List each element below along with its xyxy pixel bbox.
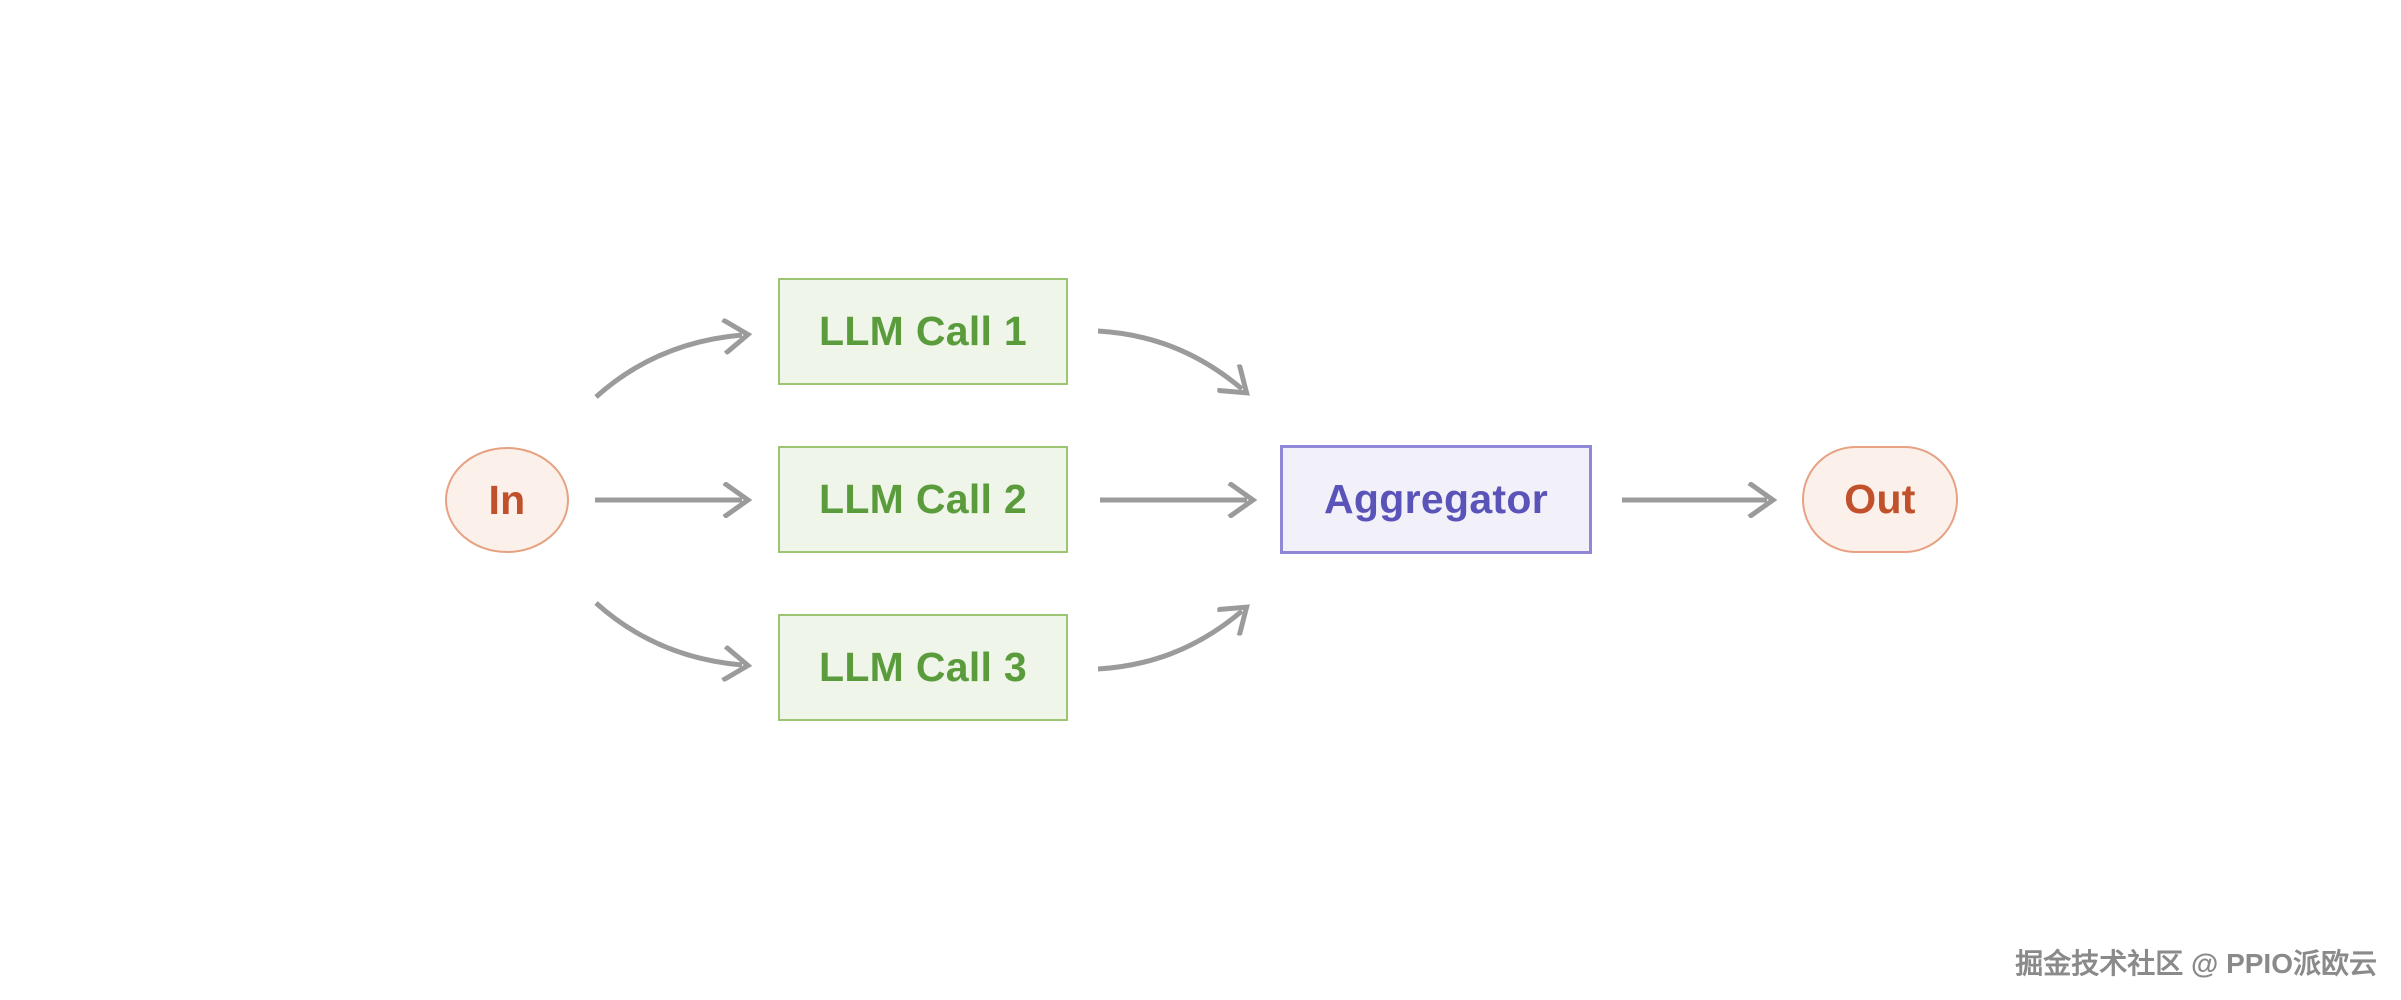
node-llm-call-3: LLM Call 3 <box>778 614 1068 721</box>
node-aggregator-label: Aggregator <box>1324 476 1548 522</box>
node-llm-call-1-label: LLM Call 1 <box>818 308 1028 354</box>
node-out-label: Out <box>1844 476 1916 522</box>
node-llm-call-2: LLM Call 2 <box>778 446 1068 553</box>
node-llm-call-3-label: LLM Call 3 <box>818 644 1028 690</box>
node-llm-call-2-label: LLM Call 2 <box>818 476 1028 522</box>
node-in: In <box>445 447 569 553</box>
edge-in-to-llm-call-1 <box>594 335 742 399</box>
node-out: Out <box>1802 446 1958 553</box>
watermark: 掘金技术社区 @ PPIO派欧云 <box>2015 948 2377 979</box>
edge-llm-call-3-to-aggregator <box>1097 611 1242 672</box>
node-llm-call-1: LLM Call 1 <box>778 278 1068 385</box>
node-aggregator: Aggregator <box>1280 445 1592 554</box>
edge-llm-call-1-to-aggregator <box>1097 328 1242 389</box>
node-in-label: In <box>488 476 526 523</box>
edge-in-to-llm-call-3 <box>594 601 742 665</box>
